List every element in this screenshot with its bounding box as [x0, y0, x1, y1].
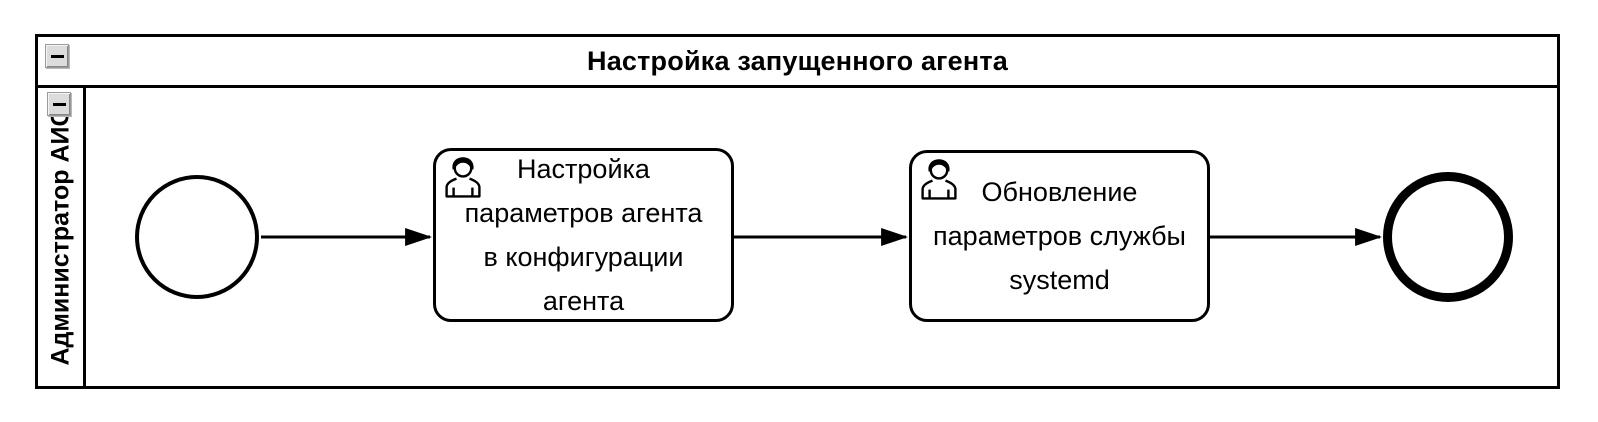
minus-icon — [50, 54, 64, 58]
task-label-line: агента — [542, 286, 625, 316]
minus-icon — [52, 102, 66, 106]
task-label-line: параметров службы — [933, 221, 1186, 251]
task-label-line: Обновление — [981, 177, 1138, 207]
lane-administrator-ais[interactable]: Администратор АИС — [38, 88, 86, 386]
lane-collapse-button[interactable] — [47, 92, 71, 116]
task-label-line: параметров агента — [464, 198, 703, 228]
task-label-line: Настройка — [517, 154, 650, 184]
pool-header: Настройка запущенного агента — [38, 37, 1557, 88]
pool-configure-running-agent[interactable]: Настройка запущенного агента Администрат… — [35, 34, 1560, 389]
user-icon — [445, 157, 481, 198]
pool-collapse-button[interactable] — [45, 44, 69, 68]
user-icon — [921, 159, 957, 200]
user-task-configure-agent-params[interactable]: Настройка параметров агента в конфигурац… — [433, 148, 734, 322]
pool-body: Администратор АИС — [38, 88, 1557, 386]
user-task-update-systemd-params[interactable]: Обновление параметров службы systemd — [909, 150, 1210, 322]
task-label-line: в конфигурации — [483, 242, 684, 272]
pool-title: Настройка запущенного агента — [587, 45, 1008, 76]
end-event[interactable] — [1383, 172, 1513, 302]
task-label-line: systemd — [1009, 265, 1110, 295]
start-event[interactable] — [135, 175, 259, 299]
